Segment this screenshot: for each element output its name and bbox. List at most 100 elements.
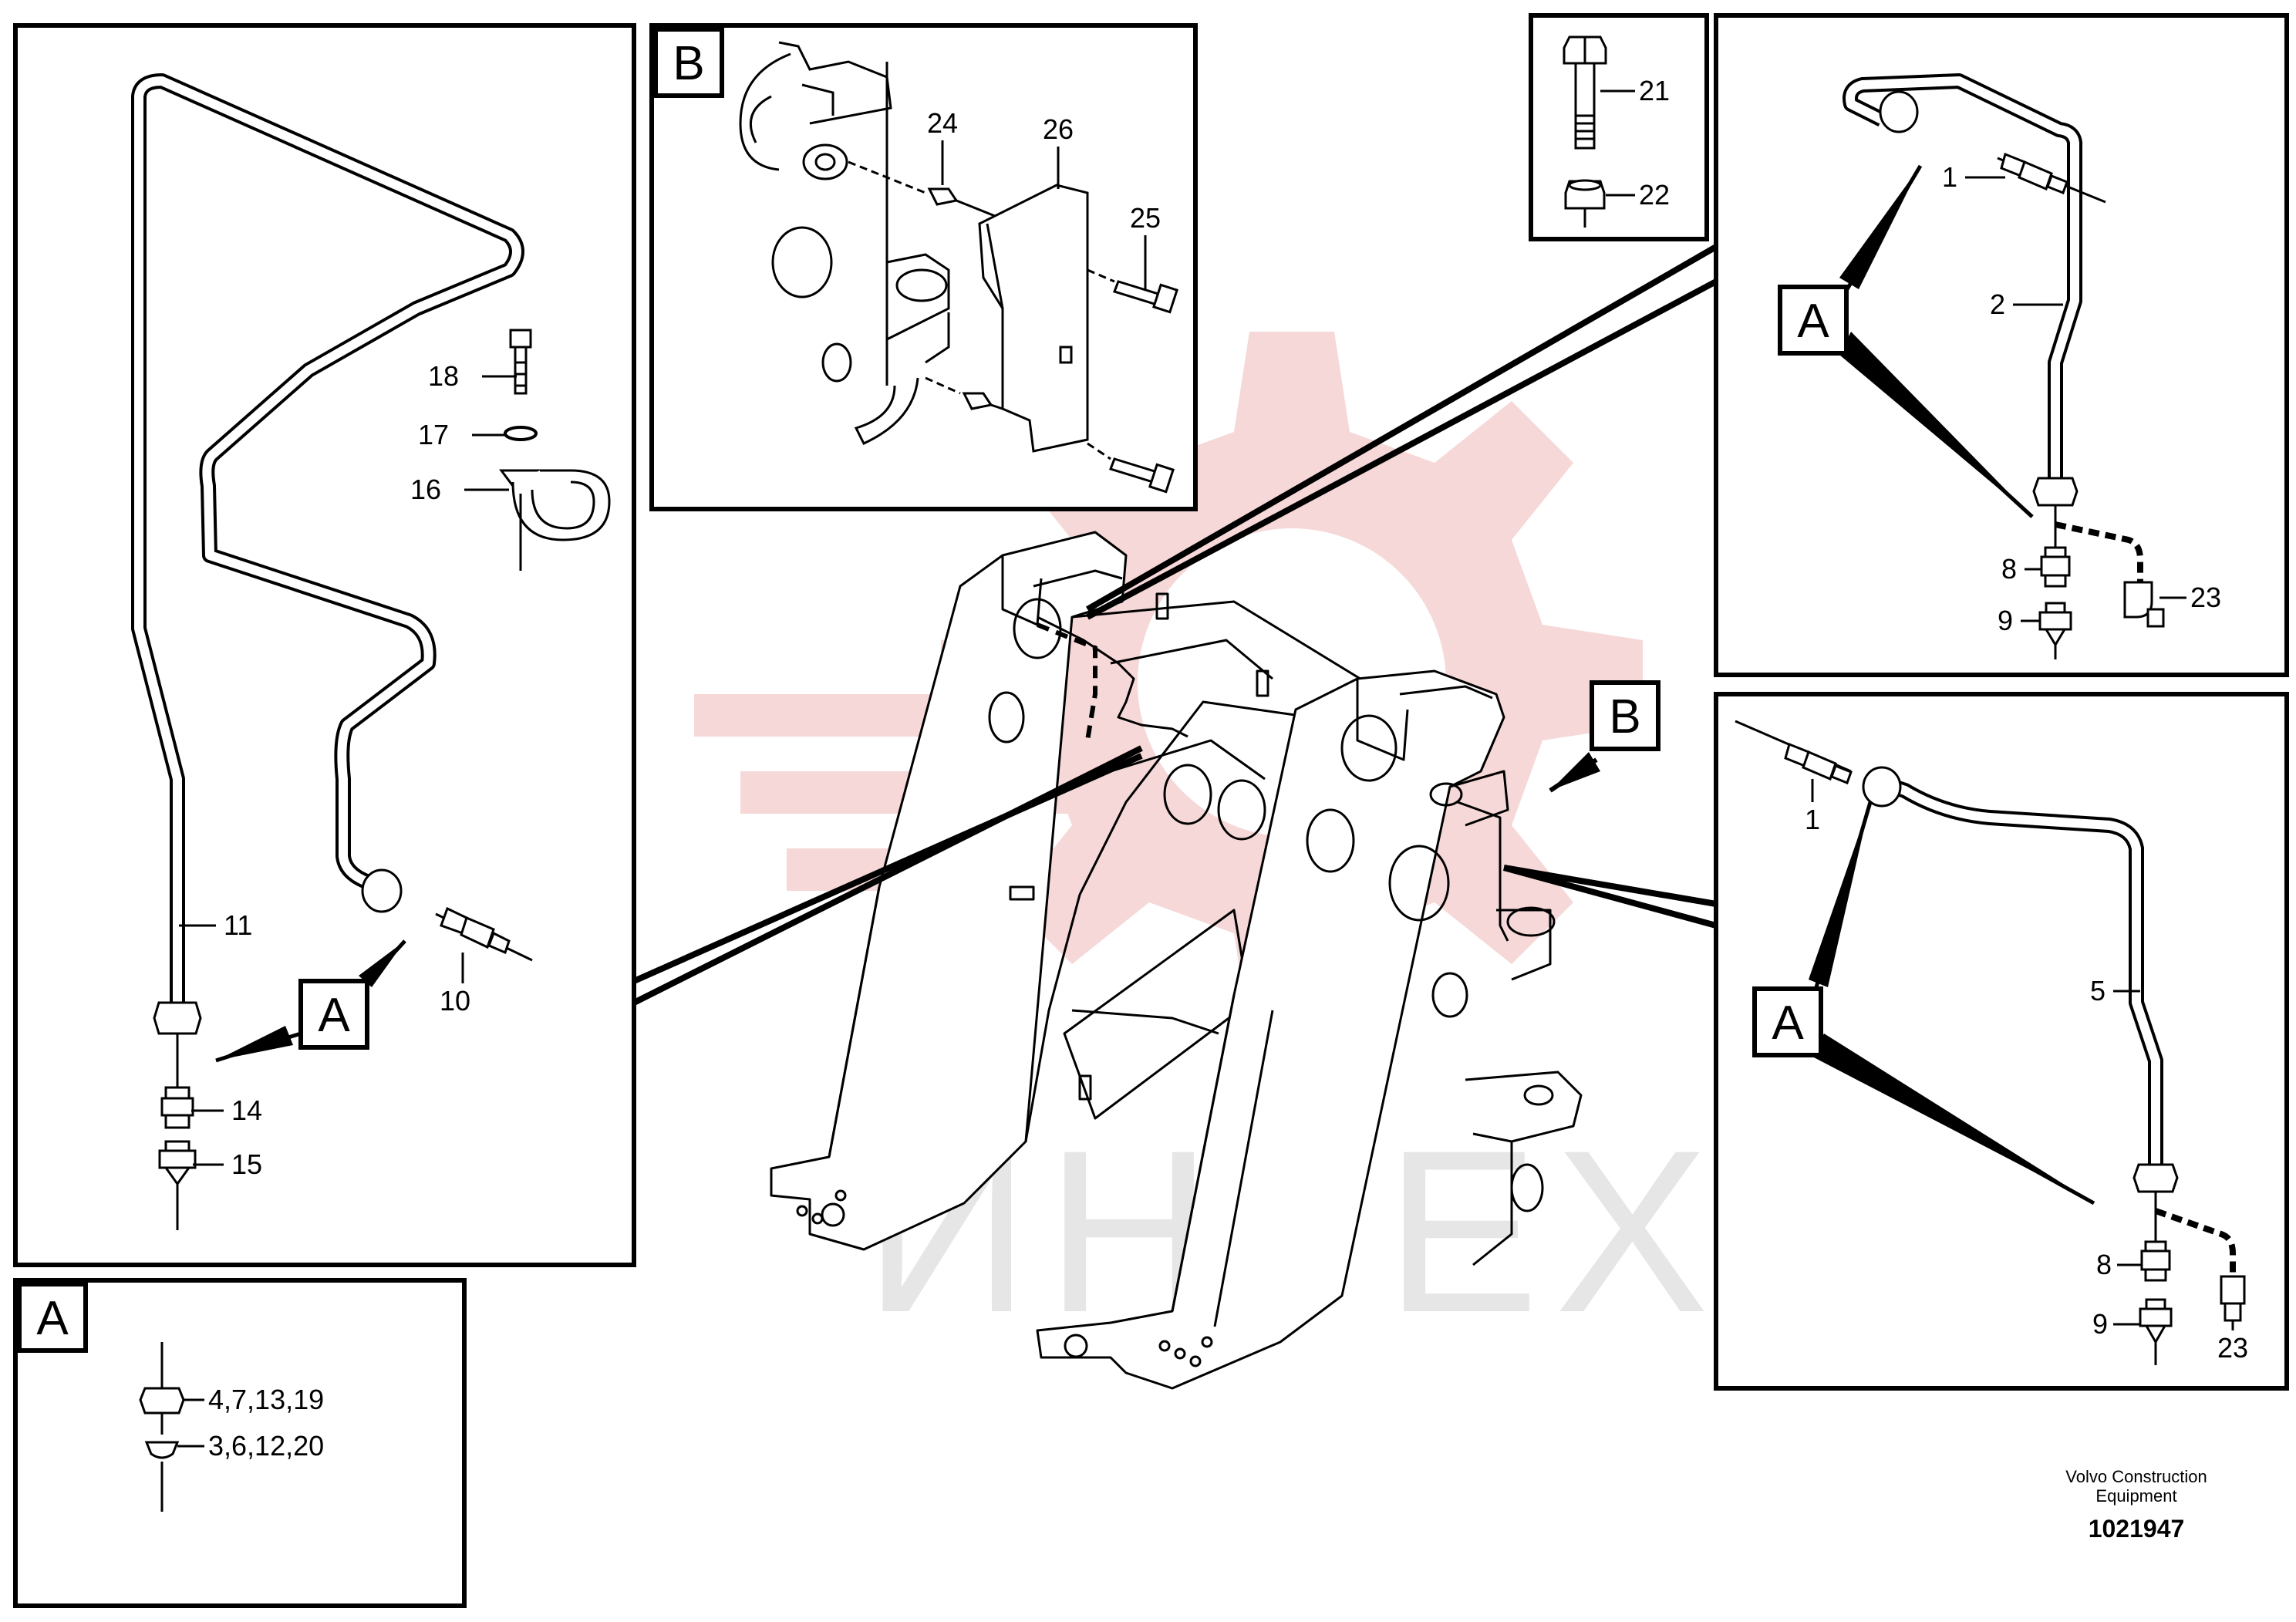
elbow-23-lower: [2220, 1275, 2246, 1322]
detail-b-leaders: [941, 140, 1147, 289]
panel-main-pipe-border: [13, 23, 636, 1267]
panel-detail-b: 24 26 25 B: [649, 23, 1198, 511]
footer-company-line1: Volvo Construction: [2065, 1467, 2207, 1486]
a-arrow-2-head: [359, 941, 405, 987]
callout-22: 22: [1639, 179, 1670, 211]
bolt-21: [1563, 35, 1607, 150]
callout-1-lower: 1: [1805, 804, 1820, 835]
elbow-23-upper: [2123, 581, 2165, 628]
detail-a-nut: [139, 1342, 185, 1435]
panel-detail-a-border: [13, 1278, 467, 1608]
callout-18: 18: [428, 360, 459, 392]
callout-24: 24: [927, 107, 958, 139]
panel-bolt-border: [1529, 13, 1709, 241]
hose-dashed-upper: [2055, 521, 2143, 582]
callout-23-upper: 23: [2190, 582, 2221, 613]
detail-b-bracket-drawing: [739, 41, 950, 445]
callout-2: 2: [1990, 288, 2005, 320]
pipe-2: [1843, 73, 2082, 478]
panel-upper-right-a-box: [1778, 285, 1849, 356]
callout-5: 5: [2090, 975, 2106, 1007]
footer: Volvo Construction Equipment 1021947: [2065, 1467, 2207, 1543]
callout-21: 21: [1639, 75, 1670, 106]
ur-arrow-2-head: [1839, 332, 2032, 517]
callout-14: 14: [231, 1094, 262, 1126]
spacer-lower: [925, 376, 1003, 410]
lr-arrow-1-head: [1809, 802, 1870, 987]
callout-26: 26: [1043, 113, 1074, 145]
pipe-11: [131, 73, 524, 1010]
bolt-18: [509, 329, 532, 395]
spacer-24: [848, 160, 996, 218]
main-leaders: [179, 375, 517, 1166]
panel-upper-right-a-letter: A: [1797, 295, 1829, 348]
callout-16: 16: [410, 474, 441, 505]
pipe-2-top-nut: [1879, 90, 1919, 133]
bolt-25-upper: [1087, 268, 1178, 314]
panel-detail-b-border: [649, 23, 1198, 511]
pipe-11-nut: [153, 1001, 202, 1035]
panel-main-a-letter: A: [318, 989, 350, 1042]
fitting-1-lower: [1735, 720, 1853, 784]
washer-17: [504, 426, 538, 441]
nut-22: [1564, 179, 1606, 228]
fitting-15: [158, 1140, 197, 1230]
footer-company-line2: Equipment: [2095, 1486, 2176, 1506]
callout-9-lower: 9: [2092, 1308, 2108, 1340]
clamp-16: [499, 469, 611, 571]
callout-9-upper: 9: [1998, 605, 2013, 636]
upper-right-leaders: [1965, 176, 2186, 622]
callout-17: 17: [418, 419, 449, 450]
panel-lower-right: 1 5 8 9 23 A: [1714, 692, 2289, 1391]
panel-main-pipe: 18 17 16 11 10 14 15 A: [13, 23, 636, 1267]
fitting-10: [435, 906, 533, 962]
fitting-8-upper: [2040, 546, 2071, 588]
lower-right-leaders: [1811, 779, 2234, 1330]
callout-4-7-13-19: 4,7,13,19: [208, 1384, 324, 1415]
lr-arrow-2-head: [1812, 1034, 2094, 1203]
detail-a-olive: [144, 1441, 180, 1512]
panel-upper-right: 1 2 8 9 23 A: [1714, 13, 2289, 677]
panel-bolt: 21 22: [1529, 13, 1709, 241]
fitting-14: [160, 1086, 194, 1129]
fitting-8-lower: [2140, 1240, 2171, 1282]
callout-23-lower: 23: [2217, 1332, 2248, 1364]
fitting-9-lower: [2139, 1298, 2173, 1365]
pipe-2-nut: [2032, 477, 2079, 507]
panel-detail-a-letter: A: [36, 1292, 69, 1345]
frame-b-letter: B: [1609, 690, 1640, 744]
hose-dashed-lower: [2154, 1208, 2236, 1276]
frame-leaders: [632, 244, 1718, 1006]
a-arrow-1-head: [216, 1026, 293, 1061]
panel-main-a-box: [298, 979, 369, 1050]
pipe-5-nut: [2132, 1163, 2179, 1193]
callout-11: 11: [224, 909, 252, 941]
callout-1-upper: 1: [1942, 161, 1957, 193]
callout-3-6-12-20: 3,6,12,20: [208, 1430, 324, 1462]
bolt-25-lower: [1087, 442, 1175, 494]
callout-10: 10: [440, 985, 470, 1017]
pipe-5: [1879, 775, 2163, 1165]
fitting-1-upper: [1997, 152, 2106, 204]
panel-detail-b-box: [653, 27, 724, 98]
panel-detail-a: A 4,7,13,19 3,6,12,20: [13, 1278, 467, 1608]
ur-arrow-1-head: [1839, 166, 1920, 289]
callout-15: 15: [231, 1148, 262, 1180]
frame-dashed-hose: [1036, 622, 1097, 741]
panel-lower-right-a-letter: A: [1772, 996, 1804, 1050]
loader-frame: [770, 531, 1583, 1390]
frame-b-leader: [1549, 757, 1598, 793]
panel-lower-right-a-box: [1752, 986, 1823, 1057]
panel-detail-b-letter: B: [673, 37, 704, 90]
pipe-end-nut: [361, 868, 403, 913]
callout-8-lower: 8: [2096, 1249, 2112, 1280]
fitting-9-upper: [2038, 602, 2072, 659]
frame-b-box: [1590, 680, 1660, 751]
plate-26: [978, 184, 1089, 453]
panel-detail-a-box: [17, 1282, 88, 1353]
callout-8-upper: 8: [2001, 553, 2017, 585]
pipe-5-top-nut: [1862, 766, 1902, 808]
callout-25: 25: [1130, 202, 1161, 234]
